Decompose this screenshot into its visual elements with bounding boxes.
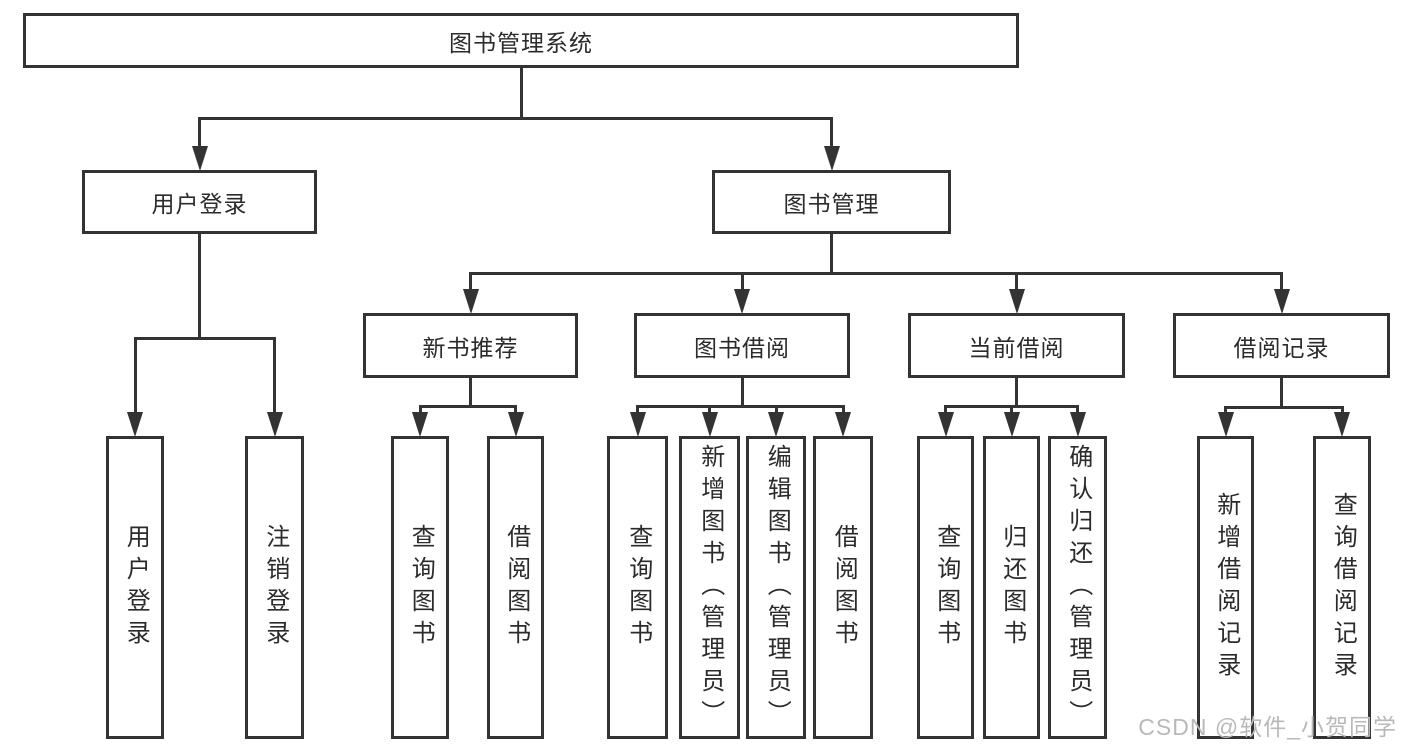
arrowhead-down-icon <box>266 412 283 437</box>
arrowhead-down-icon <box>507 412 524 437</box>
node-label: 图书管理 <box>783 191 880 217</box>
connector-line-vertical <box>1015 378 1018 408</box>
connector-line-vertical <box>514 405 517 416</box>
connector-line-vertical <box>944 405 947 416</box>
node-add-book: 新增图书（管理员） <box>679 436 740 739</box>
arrowhead-down-icon <box>701 412 718 437</box>
node-label: 注销登录 <box>261 523 289 652</box>
node-current-borrow: 当前借阅 <box>908 313 1125 378</box>
node-label: 查询借阅记录 <box>1329 491 1357 684</box>
connector-line-vertical <box>841 405 845 416</box>
node-label: 新书推荐 <box>422 334 519 361</box>
connector-line-vertical <box>1280 378 1283 409</box>
node-book-borrow: 图书借阅 <box>634 313 850 378</box>
arrowhead-down-icon <box>462 289 479 314</box>
connector-line-vertical <box>418 405 422 416</box>
node-edit-book: 编辑图书（管理员） <box>746 436 806 739</box>
arrowhead-down-icon <box>1334 412 1350 437</box>
connector-line-vertical <box>1015 272 1018 293</box>
connector-line-vertical <box>469 272 472 293</box>
connector-line-vertical <box>740 378 744 408</box>
node-logout: 注销登录 <box>245 436 304 739</box>
node-book-mgmt: 图书管理 <box>712 170 951 234</box>
arrowhead-down-icon <box>412 412 428 437</box>
connector-line-horizontal <box>1224 406 1344 409</box>
node-label: 新增图书（管理员） <box>696 443 724 732</box>
connector-line-vertical <box>830 234 833 275</box>
node-label: 图书借阅 <box>694 334 790 361</box>
node-label: 当前借阅 <box>968 334 1065 361</box>
connector-line-vertical <box>1224 406 1227 416</box>
node-label: 查询图书 <box>932 523 960 652</box>
connector-line-vertical <box>636 405 639 416</box>
node-query-book-current: 查询图书 <box>917 436 974 739</box>
connector-line-vertical <box>1010 405 1013 416</box>
node-label: 归还图书 <box>998 523 1026 652</box>
watermark-text: CSDN @软件_小贺同学 <box>1138 714 1397 740</box>
node-label: 新增借阅记录 <box>1212 491 1240 684</box>
connector-line-vertical <box>740 272 744 293</box>
connector-line-vertical <box>519 68 523 120</box>
node-borrow-book: 借阅图书 <box>813 436 873 739</box>
connector-line-horizontal <box>469 272 1283 275</box>
arrowhead-down-icon <box>734 289 750 314</box>
connector-line-horizontal <box>133 337 276 340</box>
node-label: 借阅图书 <box>502 523 530 652</box>
arrowhead-down-icon <box>823 146 840 171</box>
connector-line-vertical <box>198 234 201 340</box>
node-borrow-book-new: 借阅图书 <box>487 436 544 739</box>
node-login: 用户登录 <box>106 436 164 739</box>
arrowhead-down-icon <box>937 412 954 437</box>
node-user-login: 用户登录 <box>82 170 317 234</box>
connector-line-horizontal <box>636 405 845 408</box>
node-label: 用户登录 <box>151 191 248 217</box>
arrowhead-down-icon <box>1217 412 1234 437</box>
node-label: 查询图书 <box>407 523 435 652</box>
node-confirm-return: 确认归还（管理员） <box>1048 436 1107 739</box>
connector-line-vertical <box>708 405 711 416</box>
connector-line-vertical <box>198 117 201 150</box>
node-label: 确认归还（管理员） <box>1064 443 1092 732</box>
node-query-book-new: 查询图书 <box>391 436 449 739</box>
arrowhead-down-icon <box>1273 289 1290 314</box>
node-label: 借阅记录 <box>1233 334 1330 361</box>
node-add-borrow-record: 新增借阅记录 <box>1197 436 1254 739</box>
connector-line-vertical <box>273 337 276 416</box>
node-query-book-borrow: 查询图书 <box>607 436 668 739</box>
connector-line-vertical <box>774 405 778 416</box>
node-label: 查询图书 <box>624 523 652 652</box>
connector-line-vertical <box>1280 272 1283 293</box>
node-label: 借阅图书 <box>830 523 858 652</box>
connector-line-vertical <box>830 117 833 150</box>
node-query-borrow-record: 查询借阅记录 <box>1313 436 1371 739</box>
arrowhead-down-icon <box>1003 412 1020 437</box>
connector-line-vertical <box>1076 405 1079 416</box>
arrowhead-down-icon <box>191 146 208 171</box>
node-root: 图书管理系统 <box>23 13 1019 68</box>
arrowhead-down-icon <box>127 412 143 437</box>
node-new-book-rec: 新书推荐 <box>363 313 578 378</box>
node-borrow-record: 借阅记录 <box>1173 313 1390 378</box>
arrowhead-down-icon <box>835 412 851 437</box>
connector-line-horizontal <box>198 117 833 120</box>
node-return-book: 归还图书 <box>983 436 1040 739</box>
connector-line-vertical <box>1340 406 1344 416</box>
arrowhead-down-icon <box>1008 289 1025 314</box>
node-label: 编辑图书（管理员） <box>763 443 791 732</box>
node-label: 图书管理系统 <box>449 29 593 56</box>
connector-line-vertical <box>133 337 137 416</box>
arrowhead-down-icon <box>629 412 646 437</box>
arrowhead-down-icon <box>1069 412 1086 437</box>
connector-line-horizontal <box>418 405 517 408</box>
connector-line-vertical <box>469 378 472 408</box>
arrowhead-down-icon <box>768 412 784 437</box>
node-label: 用户登录 <box>122 523 150 652</box>
